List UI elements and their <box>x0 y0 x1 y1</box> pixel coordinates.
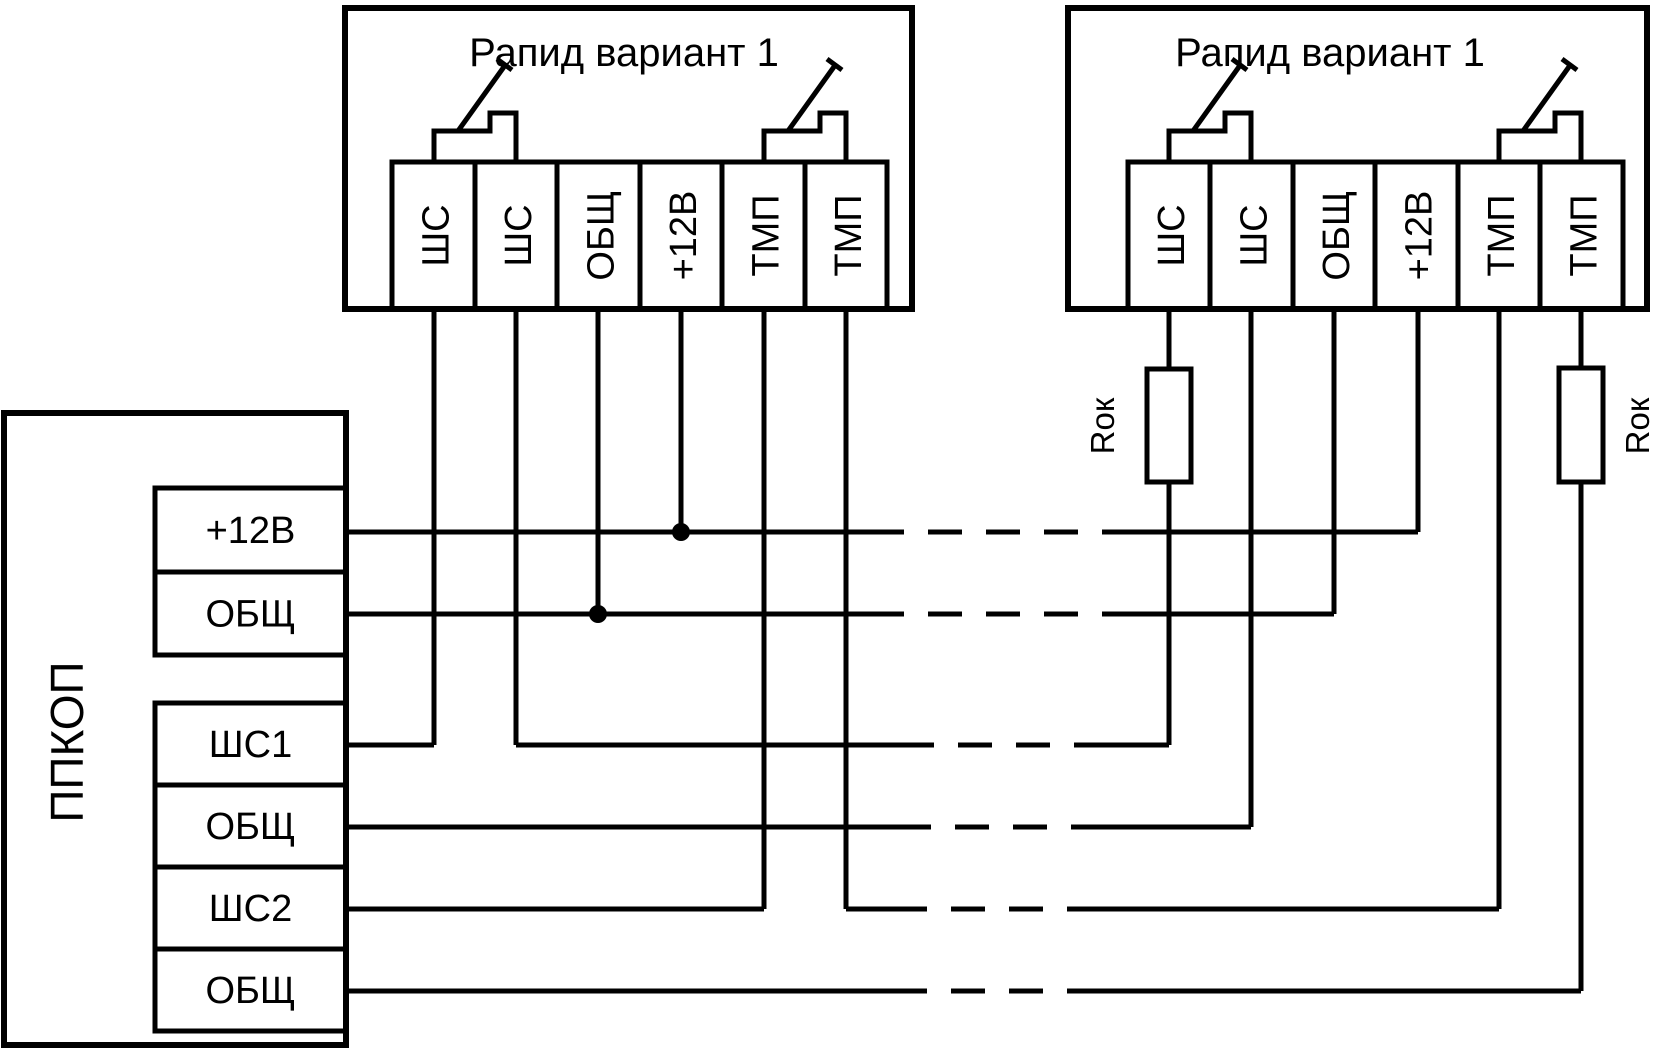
switch-icon <box>1166 110 1254 162</box>
terminal-label: ШС <box>498 204 540 266</box>
terminal-label: ТМП <box>1481 194 1523 276</box>
terminal-label: ОБЩ <box>205 970 295 1012</box>
rapid-right-title: Рапид вариант 1 <box>1175 31 1485 75</box>
terminal-label: ТМП <box>746 194 788 276</box>
terminal-label: ШС <box>1234 204 1276 266</box>
switch-tick-icon <box>1560 56 1579 73</box>
terminal-box <box>152 946 349 1034</box>
switch-icon <box>761 110 849 162</box>
terminal-label: ОБЩ <box>1316 190 1358 280</box>
terminal-label: +12В <box>663 191 705 281</box>
terminal-label: +12В <box>1399 191 1441 281</box>
terminal-label: ШС1 <box>209 724 292 766</box>
switch-blade-icon <box>785 62 839 133</box>
switch-blade-icon <box>455 62 509 133</box>
terminal-label: ШС <box>416 204 458 266</box>
terminal-label: ТМП <box>1564 194 1606 276</box>
switch-blade-icon <box>1190 62 1244 133</box>
ppkop-label: ППКОП <box>41 661 93 822</box>
terminal-label: +12В <box>206 510 296 552</box>
switch-tick-icon <box>495 56 514 73</box>
resistor-label: Rок <box>1084 397 1121 454</box>
terminal-label: ОБЩ <box>205 806 295 848</box>
resistor-label: Rок <box>1619 397 1656 454</box>
terminating-resistor <box>1556 365 1606 485</box>
switch-icon <box>1496 110 1584 162</box>
terminal-box <box>152 569 349 658</box>
terminal-label: ОБЩ <box>581 190 623 280</box>
junction-dot <box>672 523 690 541</box>
rapid-left-title: Рапид вариант 1 <box>469 31 779 75</box>
switch-tick-icon <box>825 56 844 73</box>
junction-dot <box>589 605 607 623</box>
terminal-label: ТМП <box>828 194 870 276</box>
terminal-label: ШС2 <box>209 888 292 930</box>
terminal-label: ОБЩ <box>205 594 295 636</box>
terminating-resistor <box>1144 366 1194 485</box>
switch-tick-icon <box>1230 56 1249 73</box>
switch-icon <box>431 110 519 162</box>
switch-blade-icon <box>1520 62 1574 133</box>
terminal-label: ШС <box>1151 204 1193 266</box>
